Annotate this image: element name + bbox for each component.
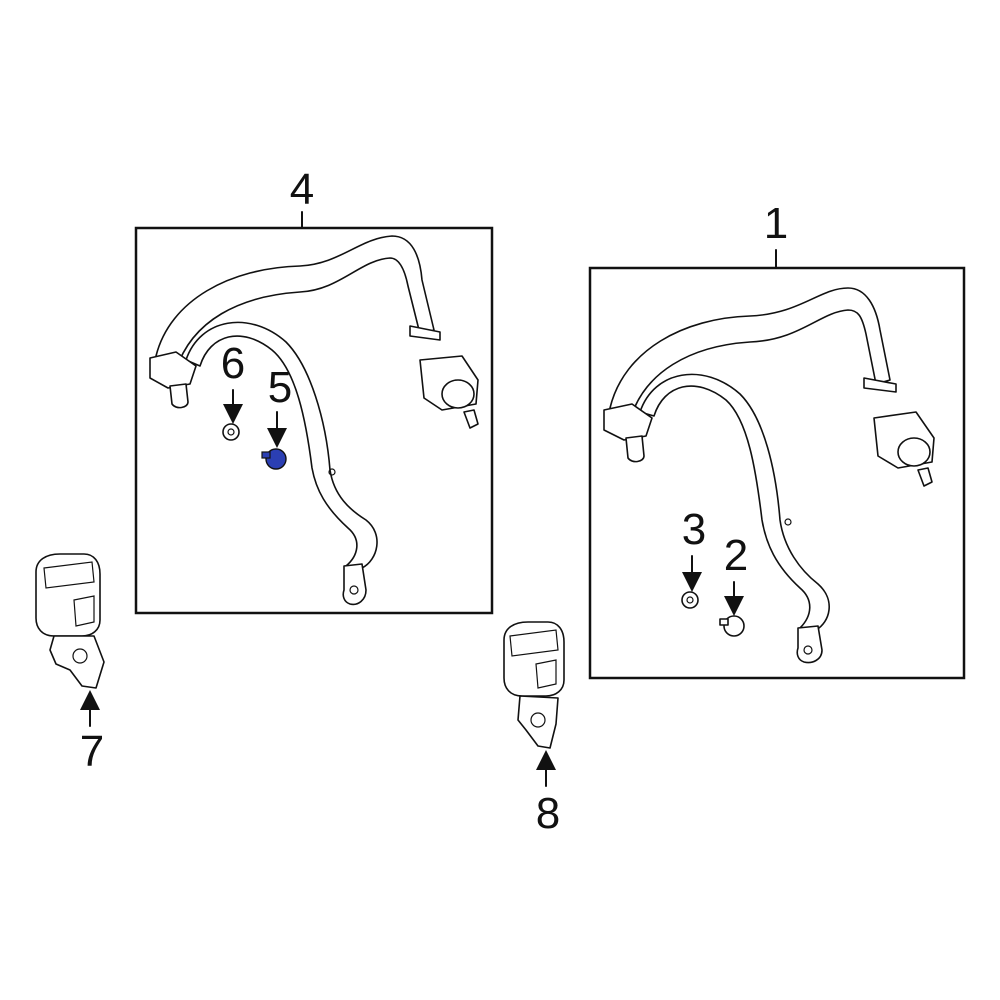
part-7-release-button: [43, 561, 95, 589]
left-assembly-box: [134, 226, 494, 615]
callout-8-label[interactable]: 8: [536, 789, 560, 838]
right-retractor-tab: [917, 467, 933, 487]
part-8-buckle-bracket[interactable]: [517, 695, 559, 749]
right-anchor-plate: [796, 625, 823, 664]
buckle-8-group: 8: [503, 621, 565, 838]
part-8-release-button: [509, 629, 559, 657]
part-7-buckle-housing[interactable]: [35, 553, 101, 637]
part-6-washer[interactable]: [222, 423, 240, 441]
callout-6-label[interactable]: 6: [221, 339, 245, 388]
left-retractor-tab: [463, 409, 479, 429]
left-retractor-spool: [441, 379, 475, 409]
buckle-7-group: 7: [35, 553, 105, 776]
right-strap-rivet: [784, 518, 792, 526]
part-5-bolt-stem: [261, 451, 271, 459]
part-3-washer[interactable]: [681, 591, 699, 609]
part-8-bracket-hole: [530, 712, 546, 728]
right-belt-guide: [603, 403, 653, 441]
callout-3-label[interactable]: 3: [682, 505, 706, 554]
part-6-washer-hole: [227, 428, 235, 436]
part-2-bolt-stem: [719, 618, 729, 626]
left-strap-rivet: [328, 468, 336, 476]
part-3-washer-hole: [686, 596, 694, 604]
left-anchor-plate: [342, 563, 367, 606]
callout-7-label[interactable]: 7: [80, 727, 104, 776]
part-2-bolt[interactable]: [723, 615, 745, 637]
part-5-bolt-highlighted[interactable]: [265, 448, 287, 470]
left-webbing-clip: [409, 325, 441, 341]
left-anchor-hole: [349, 585, 359, 595]
right-retractor-spool: [897, 437, 931, 467]
left-guide-bracket: [169, 383, 189, 409]
right-guide-bracket: [625, 435, 645, 463]
right-anchor-hole: [803, 645, 813, 655]
right-webbing-clip: [863, 377, 897, 393]
callout-5-label[interactable]: 5: [268, 363, 292, 412]
part-8-buckle-housing[interactable]: [503, 621, 565, 697]
callout-4-label[interactable]: 4: [290, 165, 314, 214]
left-belt-webbing-lower: [185, 321, 378, 569]
left-belt-assembly-group: 4 6 5: [134, 165, 494, 615]
right-belt-assembly-group: 1 3 2: [588, 199, 966, 680]
part-7-bracket-hole: [72, 648, 88, 664]
part-8-slot: [535, 659, 557, 689]
part-7-slot: [73, 595, 95, 627]
callout-2-label[interactable]: 2: [724, 531, 748, 580]
callout-1-label[interactable]: 1: [764, 199, 788, 248]
left-belt-guide: [149, 351, 197, 389]
